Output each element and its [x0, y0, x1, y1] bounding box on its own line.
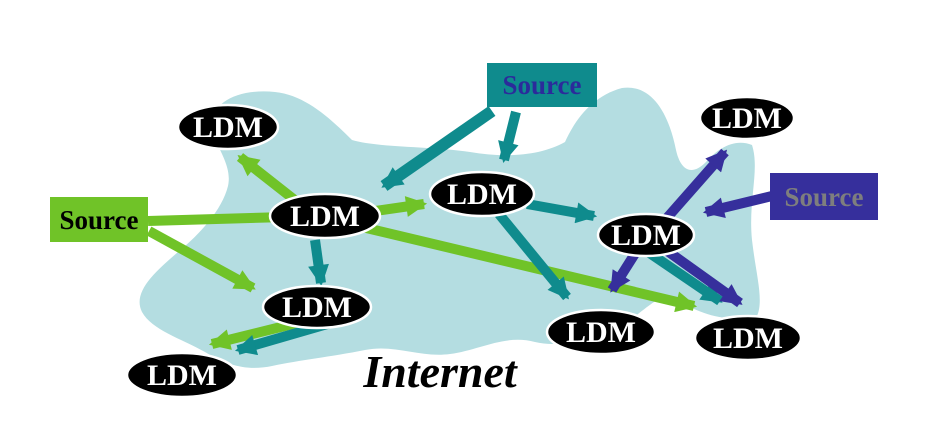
ldm-node-bottom-left-ellipse [125, 351, 239, 399]
source-box-purple: Source [770, 173, 878, 220]
arrow-ldm-right-hub-to-ldm-bottom-right-teal [645, 247, 723, 306]
source-box-purple-label: Source [785, 182, 864, 212]
ldm-node-top-left-ellipse [176, 103, 280, 151]
source-box-teal-label: Source [503, 70, 582, 100]
source-box-green-rect [50, 197, 148, 242]
ldm-node-top-right-ellipse [698, 95, 796, 141]
ldm-node-top-right-label: LDM [712, 102, 782, 135]
ldm-node-top-right: LDM [698, 95, 796, 141]
ldm-node-right-hub: LDM [596, 212, 696, 258]
arrow-source-green-to-ldm-central [147, 212, 287, 226]
ldm-node-central: LDM [268, 192, 382, 240]
arrow-ldm-right-hub-to-ldm-bottom-right-purple [663, 245, 743, 308]
arrow-ldm-central-to-ldm-bottom-right [360, 222, 698, 313]
source-box-purple-rect [770, 173, 878, 220]
ldm-node-bottom-right-label: LDM [713, 322, 783, 355]
ldm-node-bottom-left-label: LDM [147, 359, 217, 392]
arrow-ldm-central-to-ldm-top-left [236, 153, 300, 205]
ldm-node-bottom-mid-right-ellipse [545, 308, 657, 356]
ldm-node-bottom-right: LDM [693, 314, 803, 362]
arrow-source-green-to-ldm-mid-lower [146, 226, 256, 293]
arrow-ldm-top-middle-to-ldm-right-hub [526, 199, 598, 224]
source-box-green: Source [50, 197, 148, 242]
arrow-source-teal-to-ldm-central [380, 106, 496, 191]
ldm-node-top-left: LDM [176, 103, 280, 151]
ldm-node-top-middle-ellipse [428, 170, 536, 218]
ldm-node-top-middle-label: LDM [447, 178, 517, 211]
arrow-source-teal-to-ldm-top-middle [498, 110, 521, 164]
ldm-node-right-hub-label: LDM [611, 219, 681, 252]
arrow-source-purple-to-ldm-right-hub [702, 191, 774, 218]
ldm-node-mid-lower: LDM [261, 284, 373, 330]
source-box-teal-rect [487, 63, 597, 107]
ldm-node-right-hub-ellipse [596, 212, 696, 258]
arrow-ldm-central-to-ldm-mid-lower [308, 239, 329, 287]
ldm-node-bottom-mid-right: LDM [545, 308, 657, 356]
purple-feed-arrows [607, 148, 774, 308]
arrow-ldm-right-hub-to-ldm-top-right [662, 148, 729, 223]
source-box-teal: Source [487, 63, 597, 107]
ldm-node-bottom-right-ellipse [693, 314, 803, 362]
ldm-node-mid-lower-ellipse [261, 284, 373, 330]
arrow-ldm-top-middle-to-ldm-bottom-mid-right [495, 210, 571, 301]
ldm-node-mid-lower-label: LDM [282, 291, 352, 324]
internet-label: Internet [362, 346, 518, 397]
ldm-node-bottom-left: LDM [125, 351, 239, 399]
ldm-node-top-middle: LDM [428, 170, 536, 218]
green-feed-arrows [146, 153, 698, 350]
source-box-green-label: Source [60, 205, 139, 235]
ldm-node-central-label: LDM [290, 200, 360, 233]
ldm-node-central-ellipse [268, 192, 382, 240]
arrow-ldm-right-hub-to-ldm-bottom-mid-right [607, 249, 641, 293]
ldm-nodes: LDM LDM LDM LDM LDM LDM LDM LDM [125, 95, 803, 399]
ldm-node-top-left-label: LDM [193, 111, 263, 144]
source-boxes: Source Source Source [50, 63, 878, 242]
ldm-node-bottom-mid-right-label: LDM [566, 316, 636, 349]
